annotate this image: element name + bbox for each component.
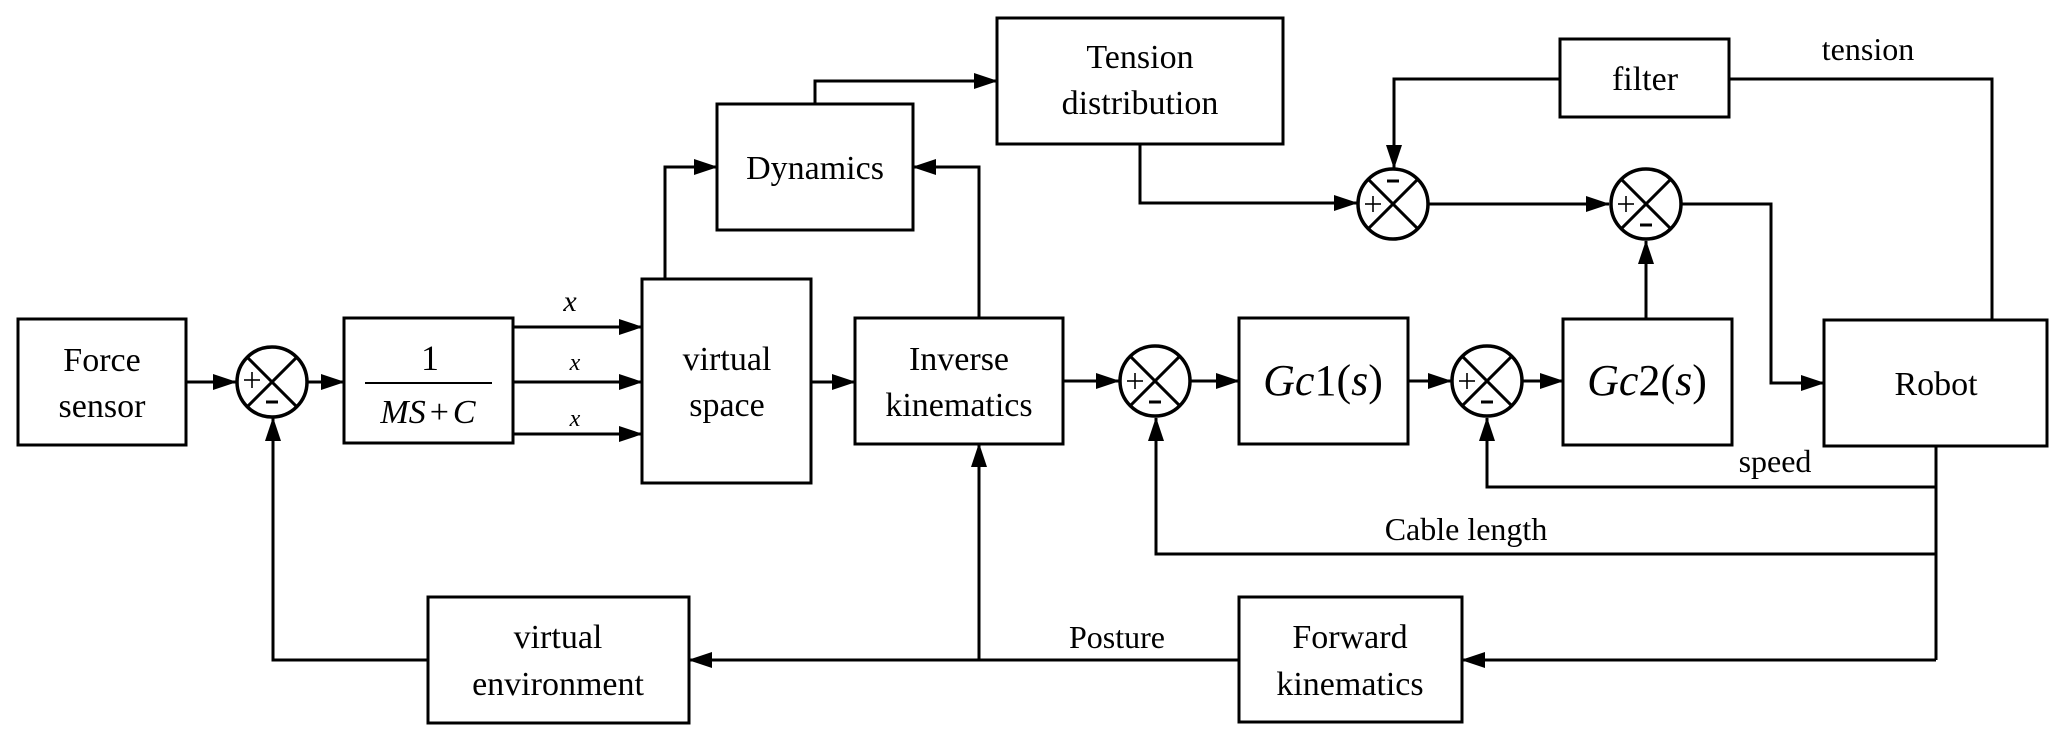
inverse-kinematics-label-line1: Inverse	[909, 341, 1009, 378]
robot-label: Robot	[1894, 366, 1978, 403]
force-sensor-label-line1: Force	[63, 342, 140, 379]
summing-junction-icon	[1118, 344, 1192, 418]
forward-kinematics-block: Forward kinematics	[1237, 595, 1464, 724]
wire-filter-to-sum	[1386, 77, 1560, 169]
robot-block: Robot	[1822, 318, 2049, 448]
forward-kinematics-label-line1: Forward	[1292, 619, 1407, 656]
signal-tension-label: tension	[1822, 31, 1914, 67]
virtual-environment-block: virtual environment	[426, 595, 691, 725]
summing-junction-icon	[1609, 167, 1683, 241]
summing-junction-icon	[235, 345, 309, 419]
wires	[186, 73, 1994, 668]
filter-block: filter	[1558, 37, 1731, 119]
filter-label: filter	[1612, 61, 1679, 98]
gc2-block: Gc2(s)	[1561, 317, 1734, 447]
wire-ik-to-dynamics	[912, 159, 981, 318]
transfer-numerator: 1	[421, 338, 439, 378]
dynamics-label: Dynamics	[746, 150, 884, 187]
gc1-block: Gc1(s)	[1237, 316, 1410, 446]
virtual-space-block: virtual space	[640, 277, 813, 485]
wire-sum3-to-robot	[1682, 202, 1825, 391]
inverse-kinematics-block: Inverse kinematics	[853, 316, 1065, 446]
virtual-environment-label-line1: virtual	[514, 619, 603, 656]
signal-x-mid: x	[569, 350, 581, 376]
virtual-space-label-line1: virtual	[683, 341, 772, 378]
gc1-label: Gc1(s)	[1263, 356, 1383, 405]
tension-distribution-label-line1: Tension	[1086, 39, 1193, 76]
summing-junction-icon	[1356, 167, 1430, 241]
wire-tension-feedback	[1729, 77, 1994, 320]
dynamics-block: Dynamics	[715, 102, 915, 232]
signal-x-bot: x	[569, 406, 581, 432]
virtual-space-label-line2: space	[689, 387, 765, 424]
tension-distribution-block: Tension distribution	[995, 16, 1285, 146]
wire-vspace-to-dynamics	[663, 159, 718, 279]
force-sensor-block: Force sensor	[16, 317, 188, 447]
forward-kinematics-label-line2: kinematics	[1276, 666, 1423, 703]
virtual-environment-label-line2: environment	[472, 666, 644, 703]
wire-dynamics-to-tension	[813, 73, 998, 104]
signal-speed-label: speed	[1739, 443, 1812, 479]
wire-cable-length-feedback	[1148, 417, 1936, 556]
inverse-kinematics-label-line2: kinematics	[885, 387, 1032, 424]
gc2-label: Gc2(s)	[1587, 356, 1707, 405]
signal-posture-label: Posture	[1069, 619, 1165, 655]
wire-tension-to-sum	[1138, 144, 1358, 211]
tension-distribution-label-line2: distribution	[1062, 85, 1219, 122]
wire-venv-to-sum	[265, 417, 428, 662]
transfer-function-block: 1 MS+C	[342, 316, 515, 445]
wire-speed-feedback	[1479, 417, 1936, 489]
summing-junction-icon	[1450, 344, 1524, 418]
force-sensor-label-line2: sensor	[59, 388, 147, 425]
signal-x-top: x	[562, 285, 577, 318]
transfer-denominator: MS+C	[379, 394, 476, 431]
signal-cable-length-label: Cable length	[1385, 511, 1548, 547]
